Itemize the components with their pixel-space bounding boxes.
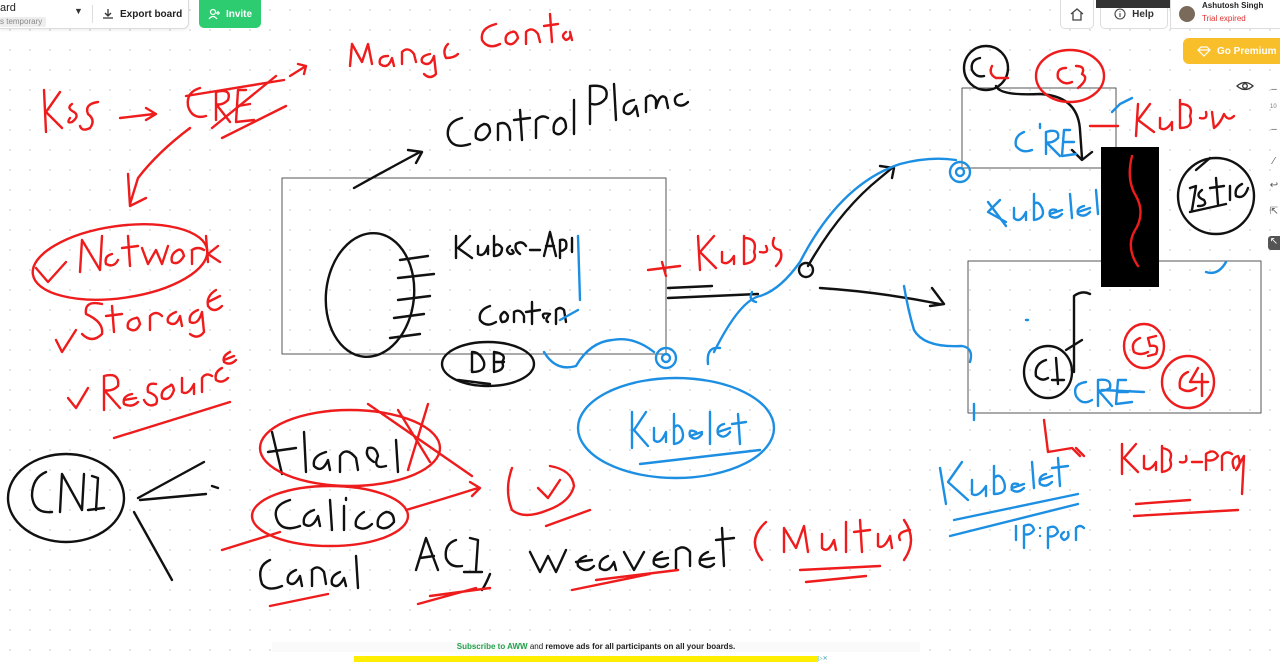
go-premium-label: Go Premium (1217, 45, 1277, 57)
board-temporary-badge: s temporary (0, 17, 47, 27)
undo-tool-icon[interactable]: ↩ (1269, 180, 1279, 191)
ad-banner[interactable] (354, 656, 818, 662)
eye-icon[interactable] (1236, 78, 1254, 94)
home-button[interactable] (1060, 0, 1094, 29)
trial-status: Trial expired (1202, 14, 1246, 23)
invite-button[interactable]: Invite (199, 0, 261, 28)
toolbar-divider (92, 5, 93, 23)
home-icon (1070, 7, 1084, 21)
invite-label: Invite (225, 8, 253, 20)
info-icon (1114, 8, 1126, 20)
blue-ink-strokes (542, 96, 1228, 550)
help-label: Help (1132, 8, 1154, 20)
avatar (1179, 6, 1195, 22)
ad-close-icon[interactable]: ▷✕ (818, 656, 828, 662)
black-ink-strokes (6, 44, 1262, 592)
ad-and-text: and (529, 642, 544, 651)
board-toolbar: ard s temporary ▼ Export board (0, 0, 189, 29)
red-ink-strokes (31, 12, 1246, 608)
go-premium-button[interactable]: Go Premium (1183, 38, 1280, 64)
export-board-button[interactable]: Export board (102, 5, 182, 23)
zoom-in-tool[interactable]: – (1271, 84, 1277, 95)
add-user-icon (208, 8, 220, 20)
board-menu-chevron-icon[interactable]: ▼ (74, 6, 83, 16)
user-name: Ashutosh Singh (1202, 1, 1264, 10)
pen-tool-icon[interactable]: ⁄ (1273, 156, 1275, 167)
zoom-out-tool[interactable]: – (1271, 124, 1277, 135)
active-tool-icon[interactable]: ↖ (1268, 236, 1280, 250)
download-icon (103, 9, 113, 19)
user-account-menu[interactable]: Ashutosh Singh Trial expired (1170, 0, 1280, 29)
board-name[interactable]: ard (0, 2, 16, 14)
select-tool-icon[interactable]: ⇱ (1269, 206, 1279, 217)
diamond-icon (1197, 45, 1211, 57)
remove-ads-text: remove ads for all participants on all y… (545, 642, 736, 651)
ad-banner-text: Subscribe to AWW and remove ads for all … (272, 642, 920, 652)
subscribe-link[interactable]: Subscribe to AWW (456, 642, 528, 651)
export-board-label: Export board (120, 8, 183, 20)
zoom-level: 10 (1270, 104, 1277, 110)
